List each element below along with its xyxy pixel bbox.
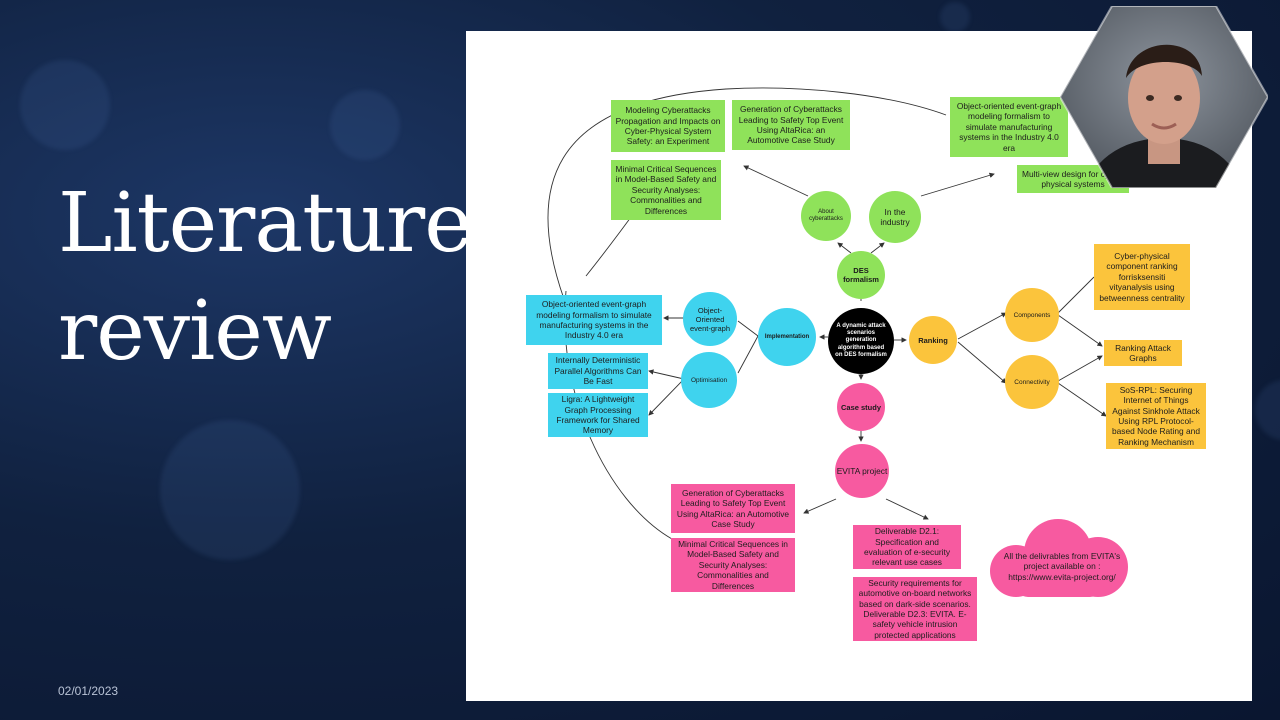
ref-box: Minimal Critical Sequences in Model-Base…: [611, 160, 721, 220]
background-bokeh: [160, 420, 300, 560]
node-about-cyberattacks: About cyberattacks: [801, 191, 851, 241]
slide-title: Literature review: [58, 170, 473, 386]
ref-box: Cyber-physical component ranking forrisk…: [1094, 244, 1190, 310]
background-bokeh: [940, 2, 970, 32]
cloud-text: All the delivrables from EVITA's project…: [1003, 551, 1121, 582]
node-optimisation: Optimisation: [681, 352, 737, 408]
slide-date: 02/01/2023: [58, 684, 119, 698]
node-des-formalism: DES formalism: [837, 251, 885, 299]
ref-box: Object-oriented event-graph modeling for…: [526, 295, 662, 345]
presenter-webcam: [1060, 6, 1268, 188]
ref-box: Ligra: A Lightweight Graph Processing Fr…: [548, 393, 648, 437]
ref-box: Security requirements for automotive on-…: [853, 577, 977, 641]
ref-box: Generation of Cyberattacks Leading to Sa…: [671, 484, 795, 533]
node-in-the-industry: In the industry: [869, 191, 921, 243]
mindmap-connectors: [547, 87, 1107, 540]
node-implementation: Implementation: [758, 308, 816, 366]
ref-box: Modeling Cyberattacks Propagation and Im…: [611, 100, 725, 152]
background-bokeh: [330, 90, 400, 160]
ref-box: SoS-RPL: Securing Internet of Things Aga…: [1106, 383, 1206, 449]
cloud-shape: [990, 519, 1128, 597]
slide-title-line2: review: [58, 284, 332, 379]
node-case-study: Case study: [837, 383, 885, 431]
ref-box: Object-oriented event-graph modeling for…: [950, 97, 1068, 157]
node-object-oriented: Object-Oriented event-graph: [683, 292, 737, 346]
ref-box: Internally Deterministic Parallel Algori…: [548, 353, 648, 389]
node-components: Components: [1005, 288, 1059, 342]
background-bokeh: [1255, 380, 1280, 440]
ref-box: Minimal Critical Sequences in Model-Base…: [671, 538, 795, 592]
ref-box: Ranking Attack Graphs: [1104, 340, 1182, 366]
ref-box: Generation of Cyberattacks Leading to Sa…: [732, 100, 850, 150]
slide-title-line1: Literature: [58, 176, 473, 271]
node-ranking: Ranking: [909, 316, 957, 364]
center-node: A dynamic attack scenarios generation al…: [828, 308, 894, 374]
node-evita-project: EVITA project: [835, 444, 889, 498]
ref-box: Deliverable D2.1: Specification and eval…: [853, 525, 961, 569]
background-bokeh: [20, 60, 110, 150]
node-connectivity: Connectivity: [1005, 355, 1059, 409]
